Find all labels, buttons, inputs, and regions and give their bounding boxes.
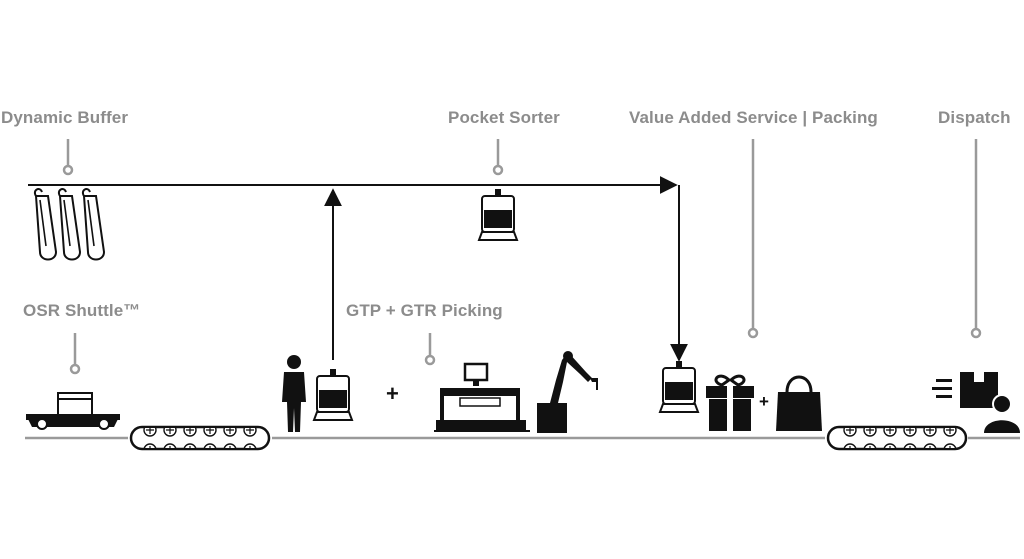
conveyor-icon-right: [826, 425, 968, 451]
workstation-icon: [436, 362, 526, 430]
pocket-icon-packing: [659, 360, 699, 413]
conveyor-icon-left: [129, 425, 271, 451]
label-dispatch: Dispatch: [938, 108, 1011, 127]
pocket-icon-sorter: [478, 188, 518, 241]
pocket-icon-picking: [313, 368, 353, 421]
label-pocket-sorter: Pocket Sorter: [448, 108, 560, 127]
delivery-icon: [932, 372, 1020, 433]
label-value-added-packing: Value Added Service | Packing: [629, 108, 878, 127]
person-icon: [282, 355, 306, 432]
label-osr-shuttle: OSR Shuttle™: [23, 301, 141, 320]
bag-icon: [776, 375, 822, 431]
pocket-icon-buffer-3: [81, 188, 105, 261]
robot-arm-icon: [537, 351, 598, 433]
gift-icon: [706, 374, 754, 431]
plus-sign-picking: +: [386, 381, 399, 406]
pocket-icon-buffer-2: [57, 188, 81, 261]
label-dynamic-buffer: Dynamic Buffer: [1, 108, 129, 127]
plus-sign-packing: +: [759, 392, 769, 411]
shuttle-vehicle-icon: [26, 392, 120, 430]
pocket-icon-buffer-1: [33, 188, 57, 261]
label-gtp-gtr-picking: GTP + GTR Picking: [346, 301, 503, 320]
